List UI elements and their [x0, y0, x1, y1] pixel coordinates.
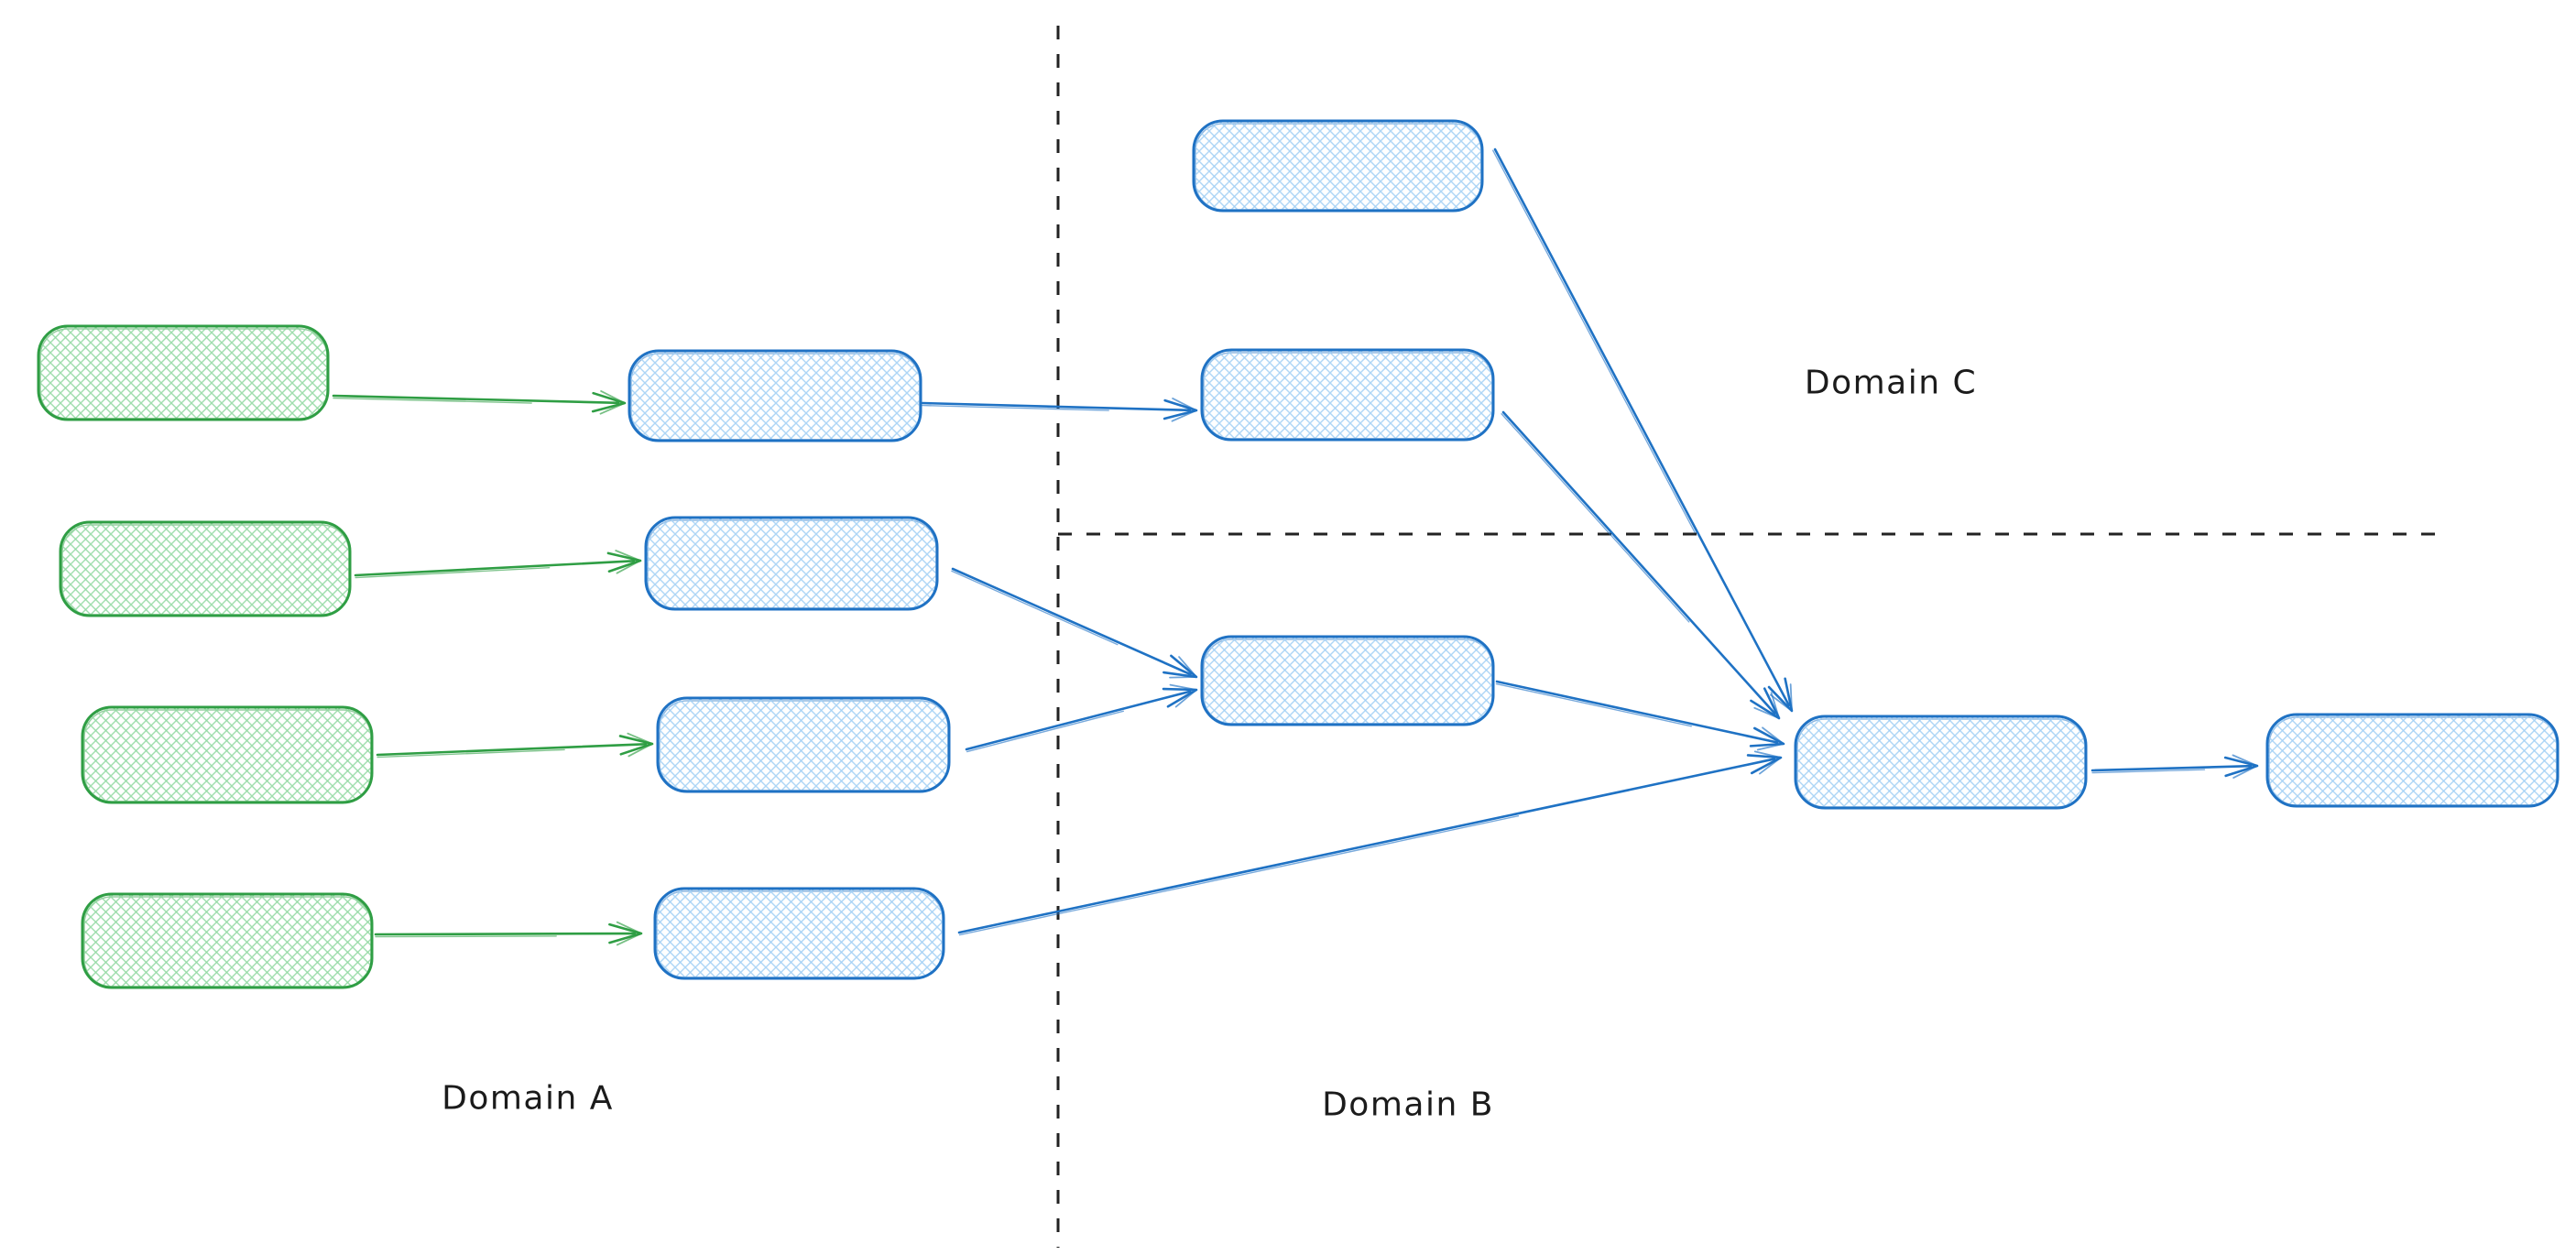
arrow-hub-output-line [2090, 764, 2253, 772]
arrow-process2-domainb-sketch-line [951, 570, 1119, 646]
domain-a-source-box-4[interactable] [81, 892, 374, 989]
arrow-process1-domainc2[interactable] [921, 398, 1198, 422]
arrow-domainc2-hub-head-sketch [1753, 692, 1780, 719]
arrow-domainc1-hub[interactable] [1492, 147, 1794, 713]
domain-a-label[interactable]: Domain A [442, 1079, 614, 1118]
arrow-hub-output-head-sketch [2232, 754, 2258, 779]
arrow-domainb-hub-sketch-line [1495, 682, 1692, 727]
domain-b-label[interactable]: Domain B [1322, 1086, 1494, 1124]
domain-b-hub-box[interactable] [1794, 715, 2088, 810]
arrow-process2-domainb[interactable] [951, 567, 1198, 679]
domain-a-source-box-1[interactable] [37, 324, 330, 421]
arrow-process1-domainc2-sketch-line [922, 404, 1109, 411]
arrow-domainc2-hub-sketch-line [1501, 413, 1690, 623]
arrow-source4-process4-head-sketch [616, 921, 642, 946]
domain-a-process-box-2[interactable] [644, 516, 939, 611]
domain-a-process-box-4[interactable] [653, 887, 945, 980]
domain-c-box-2[interactable] [1200, 348, 1495, 442]
arrow-source4-process4-sketch-line [375, 935, 557, 938]
arrow-domainb-hub[interactable] [1495, 680, 1785, 751]
domain-b-box[interactable] [1200, 635, 1495, 726]
arrow-process3-domainb-sketch-line [966, 710, 1125, 753]
nodes-layer [37, 119, 2560, 989]
arrow-process4-hub-sketch-line [958, 814, 1520, 936]
domain-a-source-box-2[interactable] [59, 520, 352, 617]
arrow-domainc1-hub-sketch-line [1492, 149, 1696, 533]
edges-layer [332, 147, 2259, 946]
arrow-domainb-hub-head-sketch [1756, 726, 1785, 751]
arrow-source1-process1-sketch-line [333, 397, 532, 404]
arrow-hub-output-sketch-line [2091, 769, 2206, 774]
arrow-domainb-hub-line [1495, 680, 1779, 744]
domain-c-label[interactable]: Domain C [1804, 364, 1978, 402]
domain-a-process-box-3[interactable] [656, 696, 951, 793]
arrow-process1-domainc2-head-sketch [1171, 398, 1197, 422]
arrow-source4-process4-line [374, 932, 637, 936]
arrow-process2-domainb-line [951, 567, 1192, 676]
arrow-process4-hub-head-sketch [1753, 750, 1782, 775]
arrow-source2-process2-sketch-line [355, 567, 551, 579]
arrow-source2-process2-head-sketch [615, 550, 641, 574]
arrow-process3-domainb-line [965, 690, 1192, 751]
dividers-layer [1056, 26, 2448, 1248]
arrow-source3-process3-line [376, 742, 648, 757]
arrow-process3-domainb-head-sketch [1169, 683, 1197, 708]
domain-b-output-box[interactable] [2265, 713, 2560, 808]
arrow-process4-hub[interactable] [957, 750, 1783, 936]
arrow-process2-domainb-head-sketch [1169, 656, 1197, 679]
arrow-source3-process3[interactable] [376, 732, 654, 758]
domain-a-source-box-3[interactable] [81, 705, 374, 804]
arrow-source2-process2[interactable] [354, 550, 642, 579]
domain-a-process-box-1[interactable] [628, 349, 922, 442]
arrow-hub-output[interactable] [2090, 754, 2259, 779]
arrow-source1-process1-line [332, 394, 620, 405]
arrow-domainc1-hub-line [1493, 147, 1791, 707]
arrow-domainc2-hub[interactable] [1501, 410, 1781, 720]
domain-c-box-1[interactable] [1192, 119, 1484, 213]
arrow-source1-process1[interactable] [332, 390, 627, 415]
arrow-source3-process3-sketch-line [377, 748, 565, 758]
arrow-domainc2-hub-line [1501, 410, 1776, 715]
arrow-source1-process1-head-sketch [599, 390, 626, 415]
arrow-source4-process4[interactable] [374, 921, 643, 946]
arrow-process4-hub-line [957, 758, 1776, 934]
arrow-source3-process3-head-sketch [627, 732, 653, 758]
arrow-domainc1-hub-head-sketch [1769, 683, 1793, 712]
arrow-process3-domainb[interactable] [965, 683, 1198, 753]
arrow-process1-domainc2-line [921, 401, 1192, 412]
arrow-source2-process2-line [354, 560, 636, 577]
